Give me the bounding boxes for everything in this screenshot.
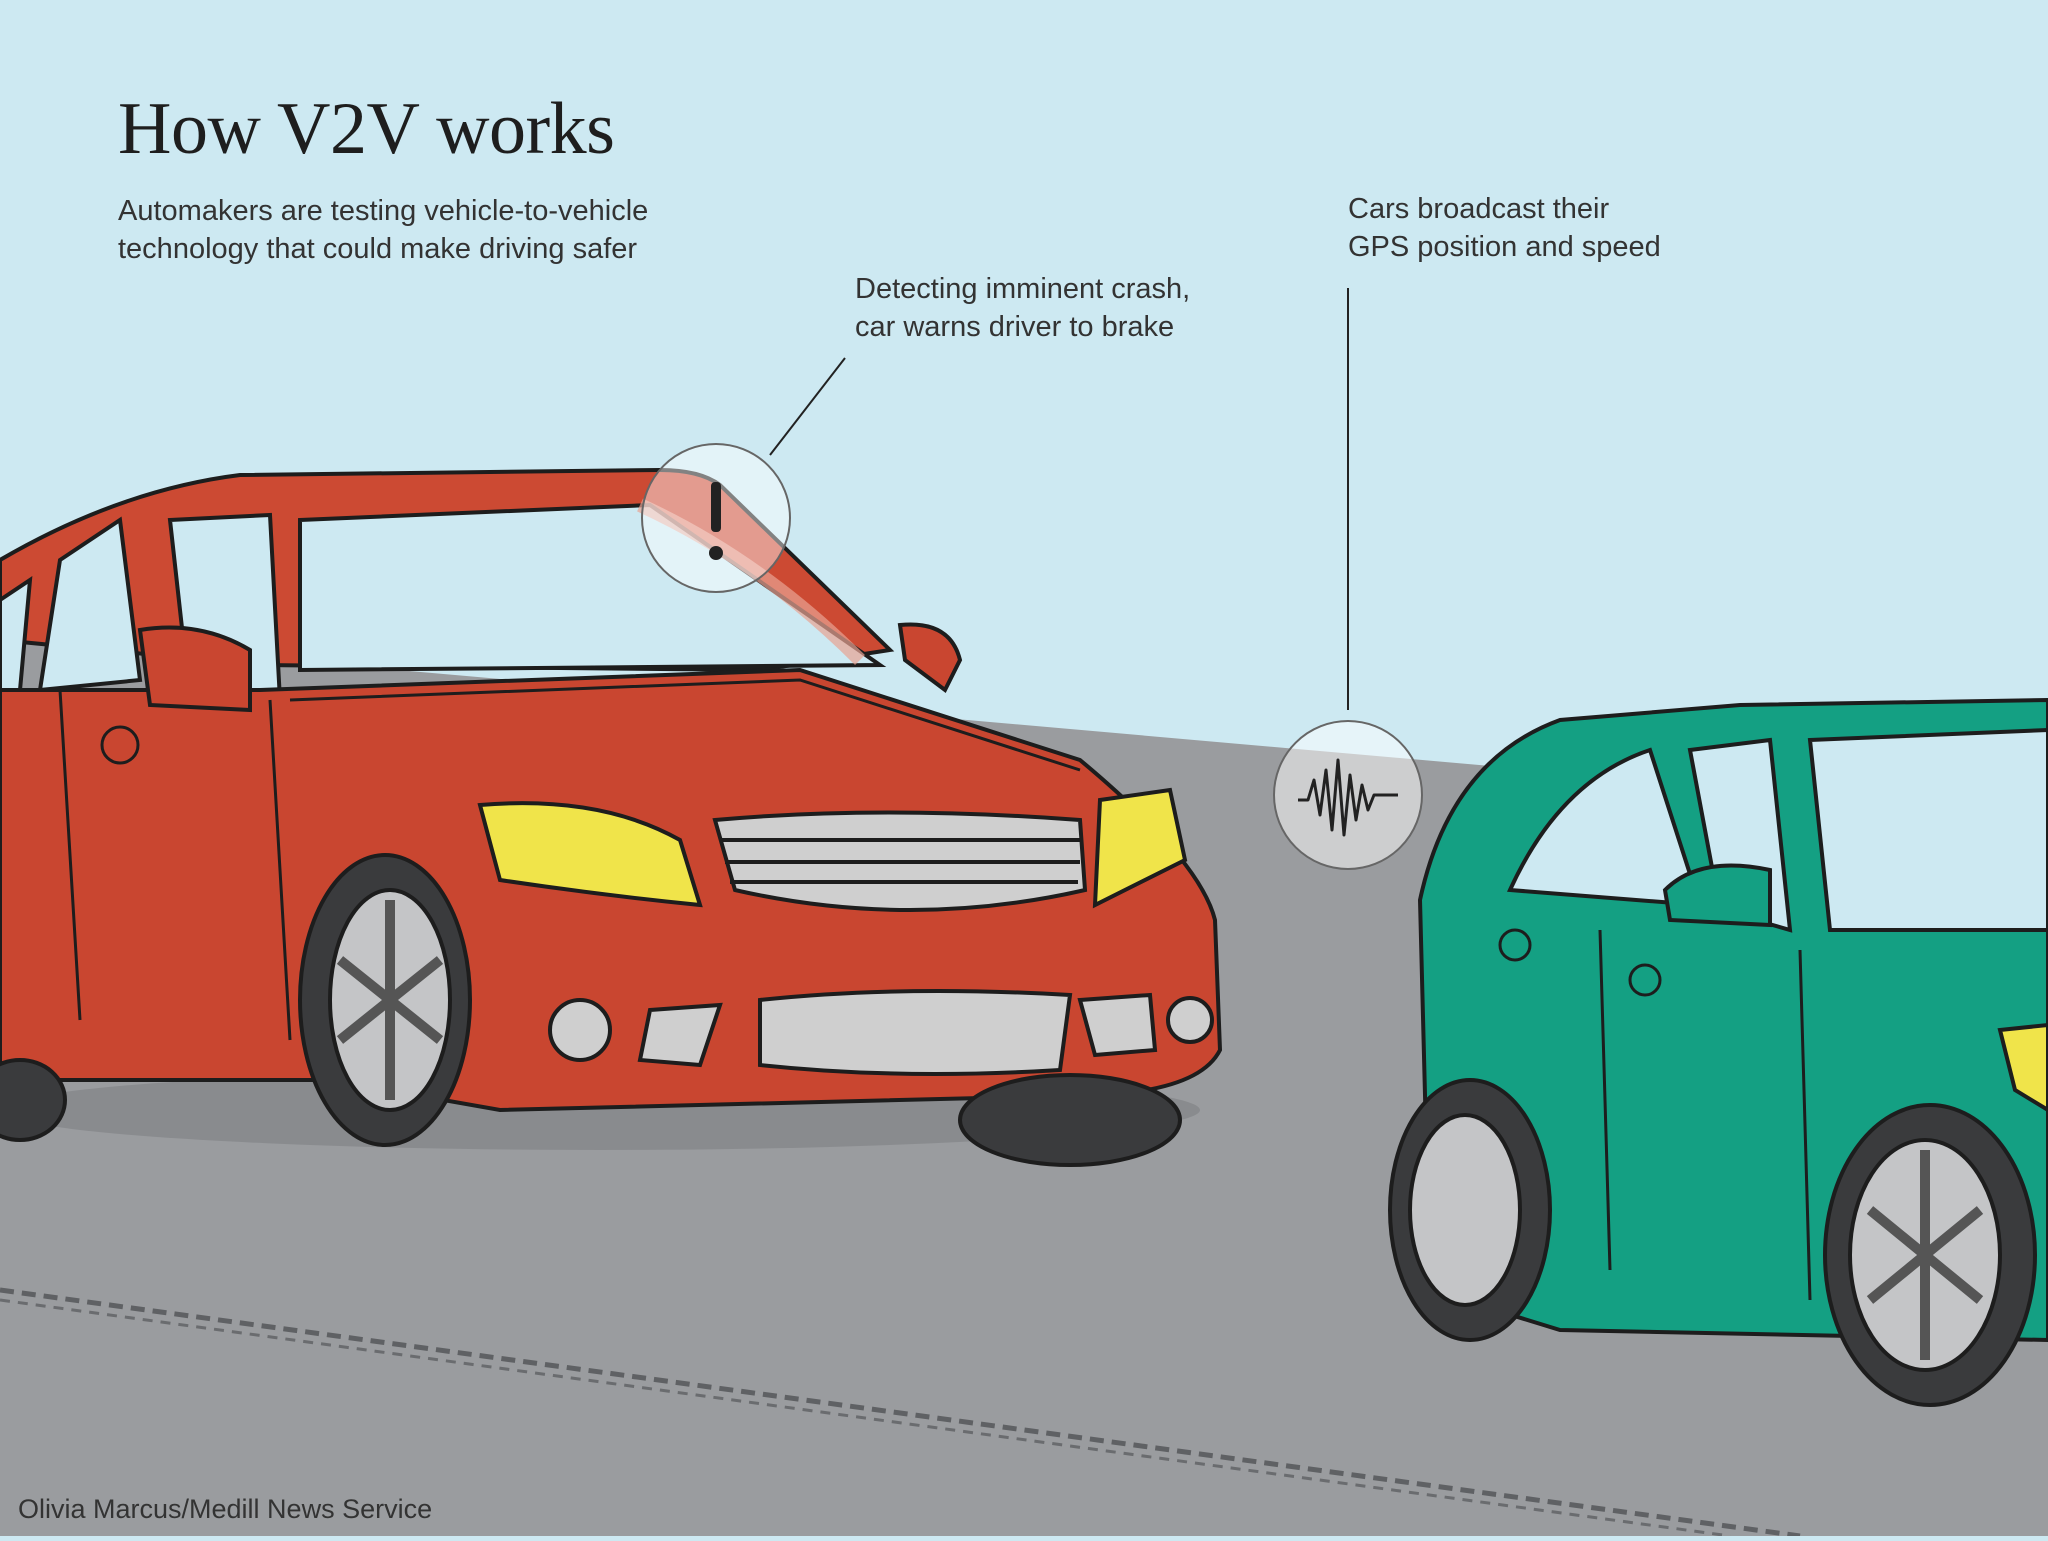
page-subtitle: Automakers are testing vehicle-to-vehicl… [118, 195, 649, 265]
credit-line: Olivia Marcus/Medill News Service [18, 1494, 433, 1524]
green-car [1388, 697, 2048, 1407]
lane-marking [0, 1287, 1801, 1539]
broadcast-callout: Cars broadcast their GPS position and sp… [1348, 193, 1661, 263]
crash-callout-line [769, 357, 846, 456]
signal-wave-icon [1273, 720, 1423, 870]
exclamation-icon [641, 443, 791, 593]
lane-marking-inner [0, 1298, 1731, 1538]
red-car [0, 467, 1223, 1167]
crash-warning-callout: Detecting imminent crash, car warns driv… [855, 273, 1191, 343]
page-title: How V2V works [118, 88, 615, 170]
